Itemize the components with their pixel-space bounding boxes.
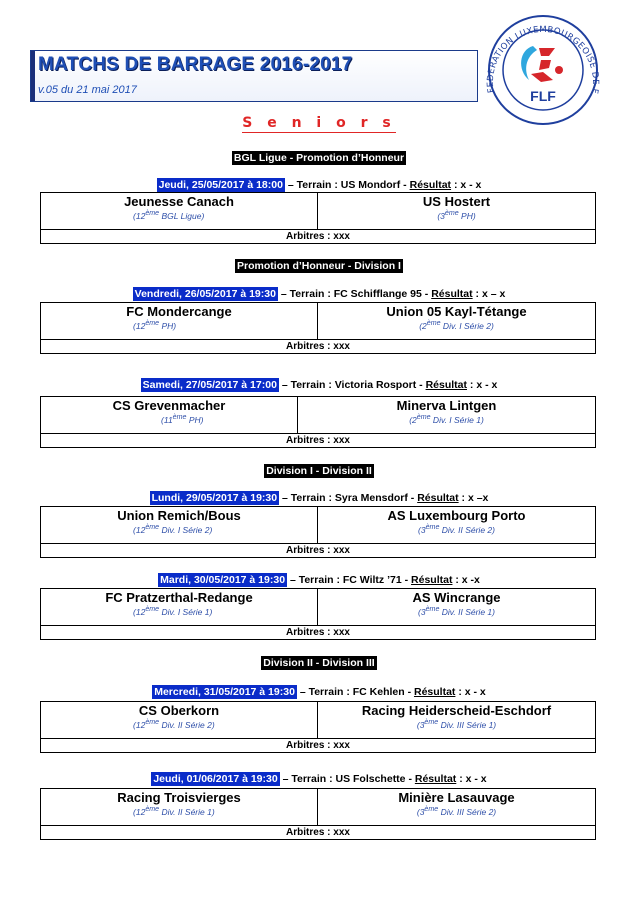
- match-table: FC Pratzerthal-Redange (12ème Div. I Sér…: [40, 588, 596, 640]
- home-team-name: Racing Troisvierges: [117, 790, 241, 805]
- home-team-rank: (12ème BGL Ligue): [133, 209, 205, 221]
- category-heading: S e n i o r s: [242, 115, 396, 133]
- home-team-cell: CS Oberkorn (12ème Div. II Série 2): [40, 701, 318, 739]
- match-table: CS Grevenmacher (11ème PH) Minerva Lintg…: [40, 396, 596, 448]
- referees-row: Arbitres : xxx: [40, 433, 596, 448]
- referees-row: Arbitres : xxx: [40, 339, 596, 354]
- home-team-cell: CS Grevenmacher (11ème PH): [40, 396, 298, 434]
- home-team-name: CS Oberkorn: [138, 703, 220, 718]
- home-team-rank: (12ème Div. I Série 1): [133, 605, 213, 617]
- match-table: CS Oberkorn (12ème Div. II Série 2) Raci…: [40, 701, 596, 753]
- away-team-cell: US Hostert (3ème PH): [317, 192, 596, 230]
- match-table: Jeunesse Canach (12ème BGL Ligue) US Hos…: [40, 192, 596, 244]
- home-team-rank: (11ème PH): [161, 413, 204, 425]
- home-team-rank: (12ème Div. II Série 1): [133, 805, 215, 817]
- away-team-rank: (2ème Div. I Série 1): [409, 413, 484, 425]
- home-team-name: Jeunesse Canach: [124, 194, 234, 209]
- home-team-cell: Racing Troisvierges (12ème Div. II Série…: [40, 788, 318, 826]
- home-team-cell: FC Pratzerthal-Redange (12ème Div. I Sér…: [40, 588, 318, 626]
- home-team-name: Union Remich/Bous: [117, 508, 241, 523]
- home-team-name: CS Grevenmacher: [112, 398, 226, 413]
- referees-row: Arbitres : xxx: [40, 543, 596, 558]
- away-team-cell: AS Luxembourg Porto (3ème Div. II Série …: [317, 506, 596, 544]
- referees-row: Arbitres : xxx: [40, 625, 596, 640]
- away-team-name: Racing Heiderscheid-Eschdorf: [361, 703, 552, 718]
- referees-row: Arbitres : xxx: [40, 738, 596, 753]
- referees-row: Arbitres : xxx: [40, 229, 596, 244]
- home-team-rank: (12ème Div. II Série 2): [133, 718, 215, 730]
- version-label: v.05 du 21 mai 2017: [38, 84, 137, 96]
- away-team-rank: (3ème Div. III Série 1): [416, 718, 497, 730]
- away-team-rank: (2ème Div. I Série 2): [419, 319, 494, 331]
- match-line: Lundi, 29/05/2017 à 19:30 – Terrain : Sy…: [149, 491, 489, 505]
- logo-initials: FLF: [530, 88, 556, 104]
- away-team-name: Minerva Lintgen: [396, 398, 497, 413]
- home-team-cell: Jeunesse Canach (12ème BGL Ligue): [40, 192, 318, 230]
- away-team-name: Minière Lasauvage: [398, 790, 515, 805]
- away-team-name: Union 05 Kayl-Tétange: [386, 304, 527, 319]
- home-team-rank: (12ème PH): [133, 319, 177, 331]
- away-team-name: US Hostert: [422, 194, 491, 209]
- section-title: Promotion d’Honneur - Division I: [235, 259, 403, 273]
- section-title: Division II - Division III: [261, 656, 377, 670]
- match-line: Vendredi, 26/05/2017 à 19:30 – Terrain :…: [132, 287, 506, 301]
- home-team-rank: (12ème Div. I Série 2): [133, 523, 213, 535]
- match-table: FC Mondercange (12ème PH) Union 05 Kayl-…: [40, 302, 596, 354]
- away-team-rank: (3ème Div. II Série 2): [418, 523, 495, 535]
- match-table: Racing Troisvierges (12ème Div. II Série…: [40, 788, 596, 840]
- header-accent-bar: [31, 51, 35, 101]
- match-table: Union Remich/Bous (12ème Div. I Série 2)…: [40, 506, 596, 558]
- away-team-rank: (3ème Div. II Série 1): [418, 605, 495, 617]
- away-team-name: AS Wincrange: [412, 590, 501, 605]
- home-team-cell: FC Mondercange (12ème PH): [40, 302, 318, 340]
- away-team-cell: Racing Heiderscheid-Eschdorf (3ème Div. …: [317, 701, 596, 739]
- away-team-name: AS Luxembourg Porto: [387, 508, 526, 523]
- away-team-rank: (3ème Div. III Série 2): [416, 805, 497, 817]
- section-title: Division I - Division II: [264, 464, 374, 478]
- away-team-cell: AS Wincrange (3ème Div. II Série 1): [317, 588, 596, 626]
- match-line: Mercredi, 31/05/2017 à 19:30 – Terrain :…: [152, 685, 486, 699]
- flf-logo: FEDERATION LUXEMBOURGEOISE DE FOOTBALL F…: [479, 8, 600, 125]
- away-team-cell: Union 05 Kayl-Tétange (2ème Div. I Série…: [317, 302, 596, 340]
- away-team-cell: Minerva Lintgen (2ème Div. I Série 1): [297, 396, 596, 434]
- page-title: MATCHS DE BARRAGE 2016-2017: [38, 54, 353, 75]
- home-team-name: FC Mondercange: [126, 304, 232, 319]
- away-team-cell: Minière Lasauvage (3ème Div. III Série 2…: [317, 788, 596, 826]
- match-line: Jeudi, 25/05/2017 à 18:00 – Terrain : US…: [156, 178, 482, 192]
- section-title: BGL Ligue - Promotion d’Honneur: [231, 151, 407, 165]
- referees-row: Arbitres : xxx: [40, 825, 596, 840]
- document-header: MATCHS DE BARRAGE 2016-2017 v.05 du 21 m…: [30, 50, 478, 102]
- match-line: Jeudi, 01/06/2017 à 19:30 – Terrain : US…: [151, 772, 487, 786]
- match-line: Mardi, 30/05/2017 à 19:30 – Terrain : FC…: [158, 573, 480, 587]
- away-team-rank: (3ème PH): [437, 209, 476, 221]
- home-team-name: FC Pratzerthal-Redange: [105, 590, 253, 605]
- home-team-cell: Union Remich/Bous (12ème Div. I Série 2): [40, 506, 318, 544]
- match-line: Samedi, 27/05/2017 à 17:00 – Terrain : V…: [140, 378, 498, 392]
